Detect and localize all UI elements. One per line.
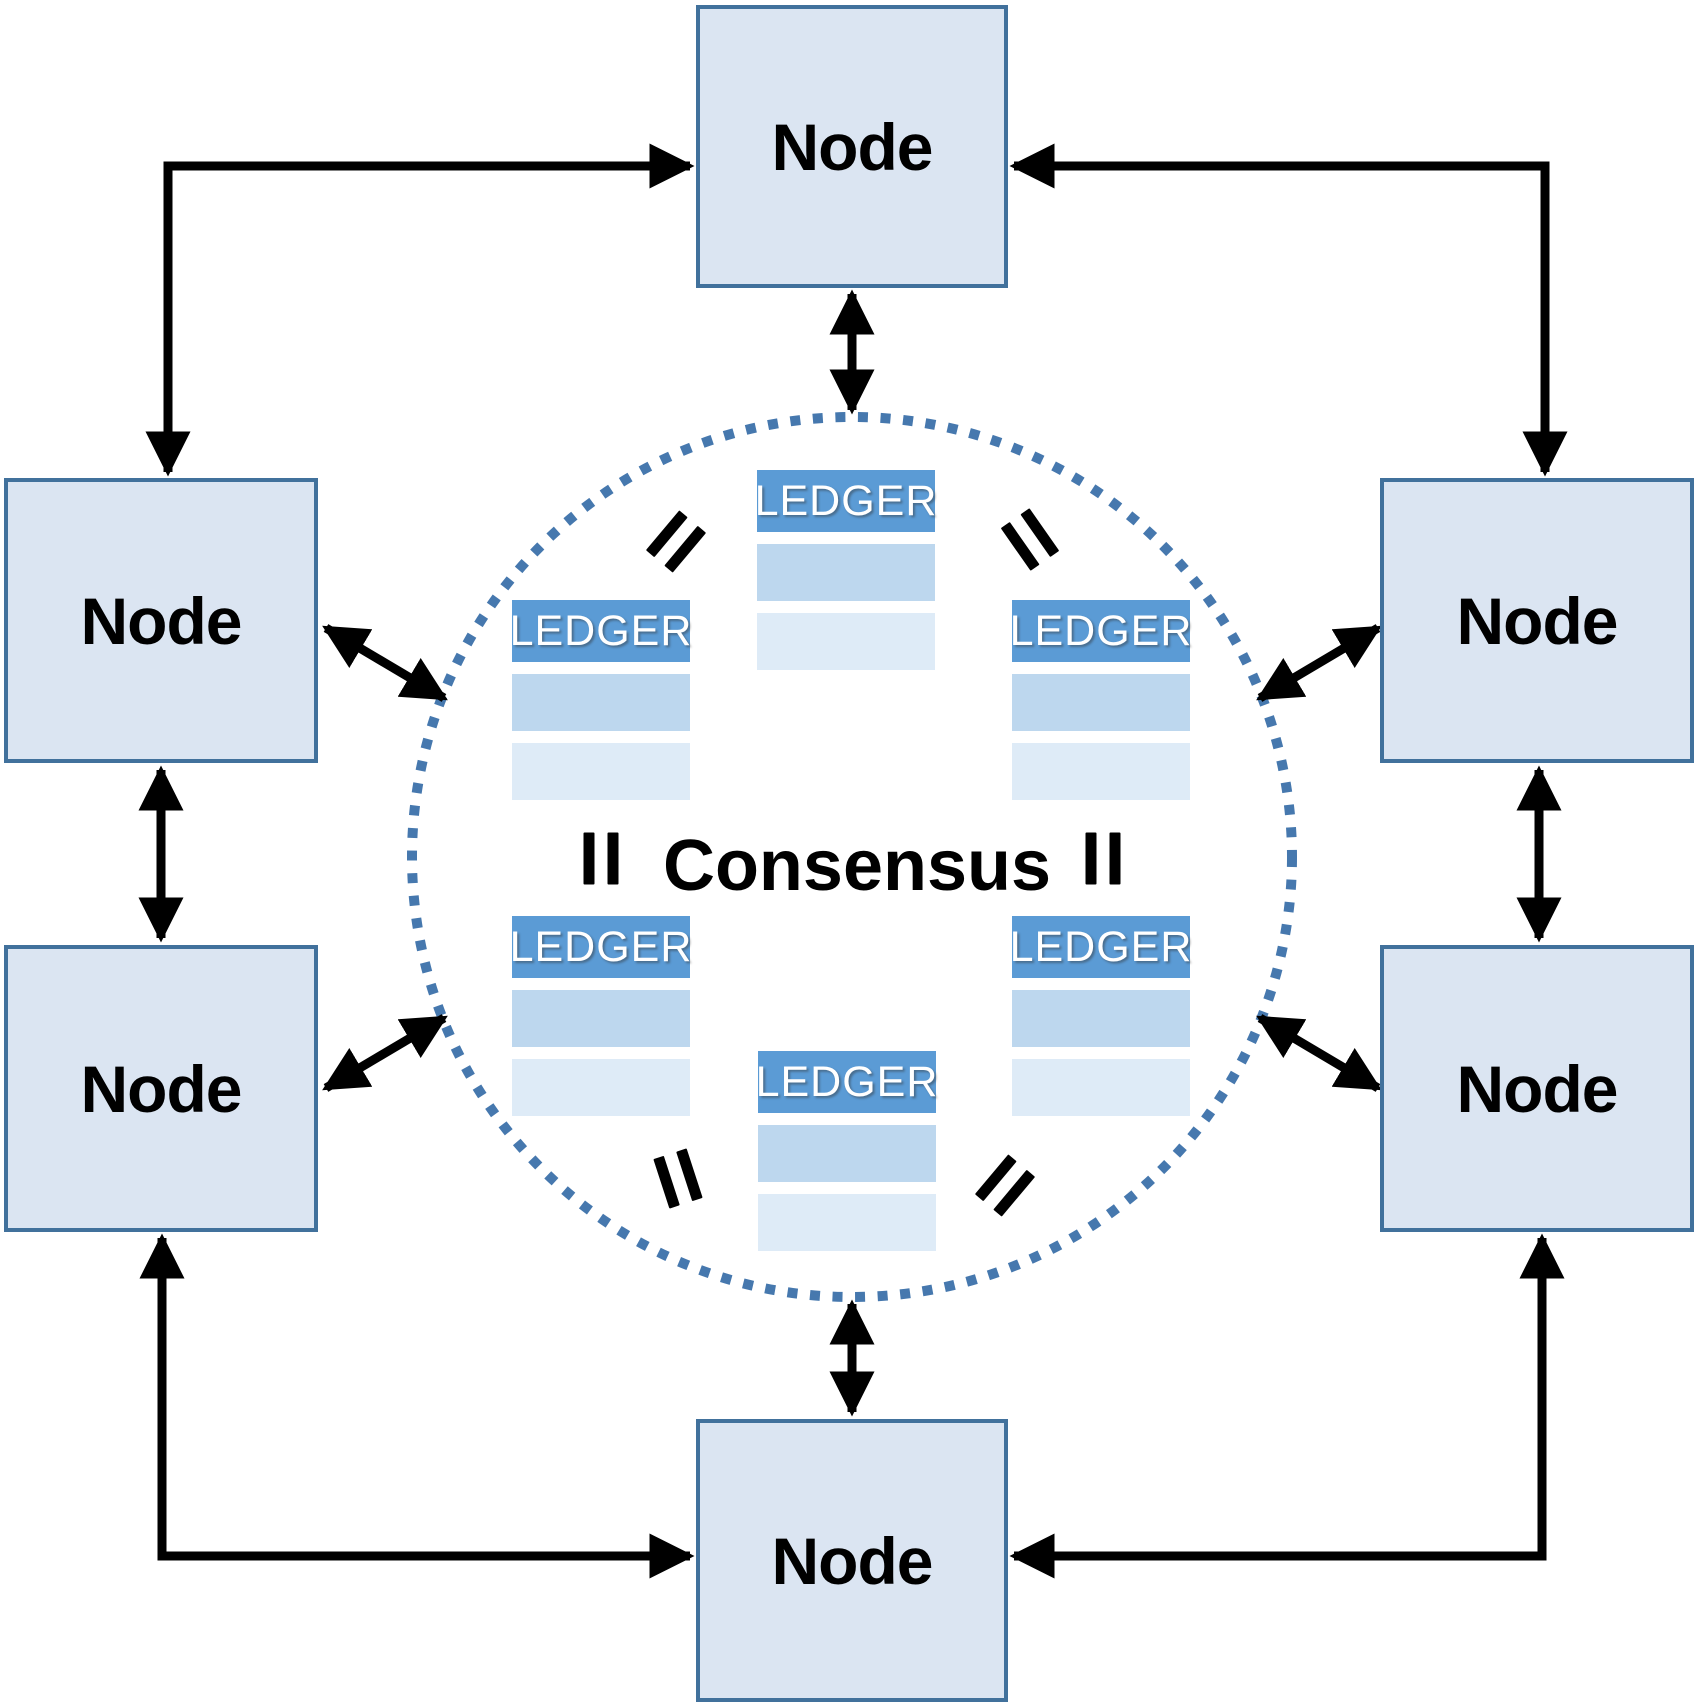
arrow-rightlower-circle — [1256, 1014, 1382, 1092]
ledger-row — [1012, 674, 1190, 731]
consensus-circle — [407, 412, 1297, 1302]
ledger-row — [1012, 1059, 1190, 1116]
arrow-rightlower-bottomnode — [1009, 1233, 1565, 1579]
node-box-right-upper: Node — [1380, 478, 1694, 763]
equals-icon — [583, 832, 619, 885]
node-box-bottom: Node — [696, 1419, 1008, 1702]
ledger-table-upper-right: LEDGER — [1010, 600, 1191, 800]
ledger-row — [1012, 743, 1190, 800]
ledger-row — [758, 1125, 936, 1182]
ledger-table-lower-right: LEDGER — [1010, 916, 1191, 1116]
arrow-topnode-leftupper — [145, 143, 695, 477]
ledger-table-top-center: LEDGER — [755, 470, 936, 670]
equals-bar — [607, 832, 619, 885]
equals-bar — [1109, 832, 1121, 885]
ledger-row — [758, 1194, 936, 1251]
ledger-row — [512, 674, 690, 731]
equals-bar — [583, 832, 595, 885]
node-box-left-lower: Node — [4, 945, 318, 1232]
ledger-row — [757, 544, 935, 601]
arrow-leftlower-bottomnode — [139, 1233, 695, 1579]
ledger-header: LEDGER — [1010, 916, 1191, 978]
ledger-header: LEDGER — [755, 470, 936, 532]
equals-icon — [1085, 832, 1121, 885]
arrow-rightupper-circle — [1256, 624, 1382, 702]
ledger-header: LEDGER — [756, 1051, 937, 1113]
node-box-left-upper: Node — [4, 478, 318, 763]
node-box-top: Node — [696, 5, 1008, 288]
ledger-row — [512, 990, 690, 1047]
arrows — [138, 143, 1568, 1579]
ledger-row — [1012, 990, 1190, 1047]
ledger-header: LEDGER — [510, 600, 691, 662]
ledger-table-bottom-center: LEDGER — [756, 1051, 937, 1251]
ledger-row — [757, 613, 935, 670]
ledger-header: LEDGER — [510, 916, 691, 978]
ledger-header: LEDGER — [1010, 600, 1191, 662]
equals-bar — [1085, 832, 1097, 885]
consensus-label: Consensus — [662, 826, 1052, 906]
ledger-row — [512, 1059, 690, 1116]
ledger-table-upper-left: LEDGER — [510, 600, 691, 800]
node-box-right-lower: Node — [1380, 945, 1694, 1232]
ledger-table-lower-left: LEDGER — [510, 916, 691, 1116]
ledger-row — [512, 743, 690, 800]
arrow-leftupper-circle — [322, 624, 448, 702]
arrow-leftlower-circle — [322, 1014, 448, 1092]
arrow-topnode-rightupper — [1009, 143, 1568, 477]
